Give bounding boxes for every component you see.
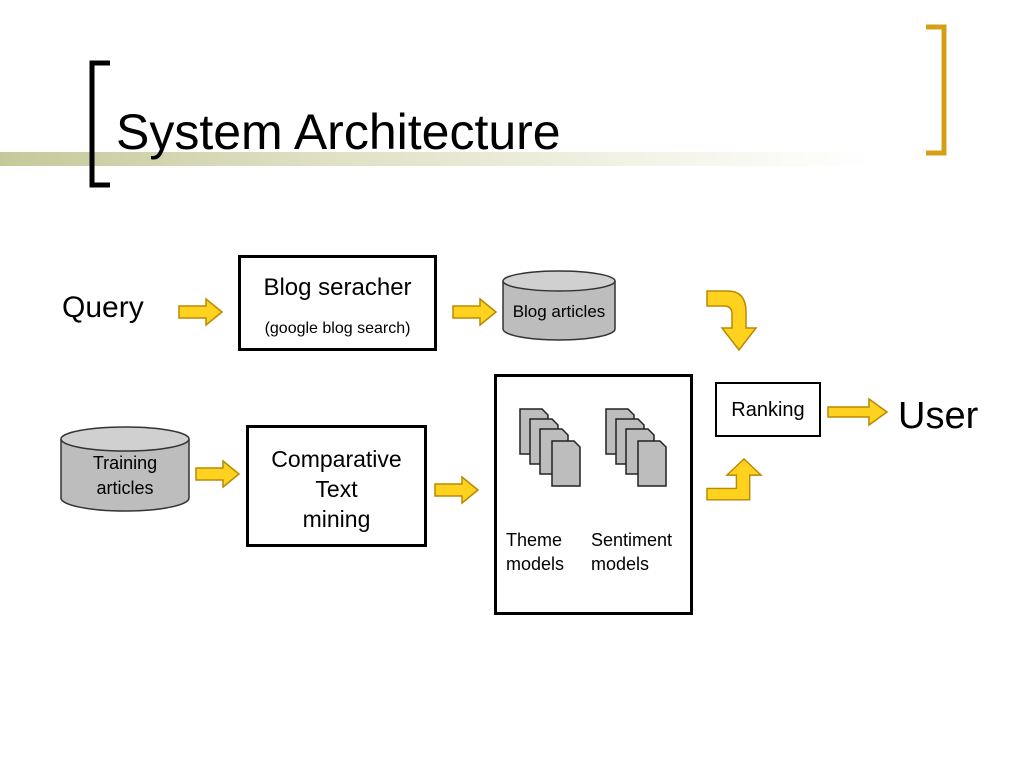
comparative-mining-line1: Comparative [271,446,402,472]
ranking-label: Ranking [731,399,805,421]
theme-models-label-line1: Theme [506,530,563,550]
sentiment-models-label-line2: models [591,554,650,574]
title-band [0,152,1024,166]
arrow-searcher-to-articles-icon [452,297,498,327]
comparative-mining-line3: mining [302,506,371,532]
theme-models-label-line2: models [506,554,565,574]
ranking-box: Ranking [715,382,821,437]
blog-articles-label: Blog articles [512,302,606,321]
arrow-articles-to-ranking-icon [706,290,758,352]
comparative-mining-line2: Text [315,476,358,502]
training-articles-label-line1: Training [92,453,158,473]
sentiment-models-document-stack-icon [605,408,667,487]
arrow-ranking-to-user-icon [827,397,889,427]
left-bracket-icon [89,60,110,188]
blog-searcher-box: Blog seracher (google blog search) [238,255,437,351]
comparative-mining-box: Comparative Text mining [246,425,427,547]
sentiment-models-label-line1: Sentiment [591,530,673,550]
right-bracket-icon [926,24,947,156]
slide-title: System Architecture [116,104,561,160]
arrow-mining-to-models-icon [434,475,480,505]
training-articles-label-line2: articles [96,478,154,498]
user-label: User [898,395,979,437]
theme-models-document-stack-icon [519,408,581,487]
models-box: Theme models Sentiment models [494,374,693,615]
training-articles-database-icon [60,426,190,512]
arrow-query-to-searcher-icon [178,297,224,327]
blog-searcher-subtitle: (google blog search) [264,320,411,337]
arrow-training-to-mining-icon [195,459,241,489]
arrow-models-to-ranking-icon [706,457,763,501]
blog-searcher-title: Blog seracher [263,274,412,301]
query-label: Query [62,291,144,324]
blog-articles-database-icon [502,270,616,341]
